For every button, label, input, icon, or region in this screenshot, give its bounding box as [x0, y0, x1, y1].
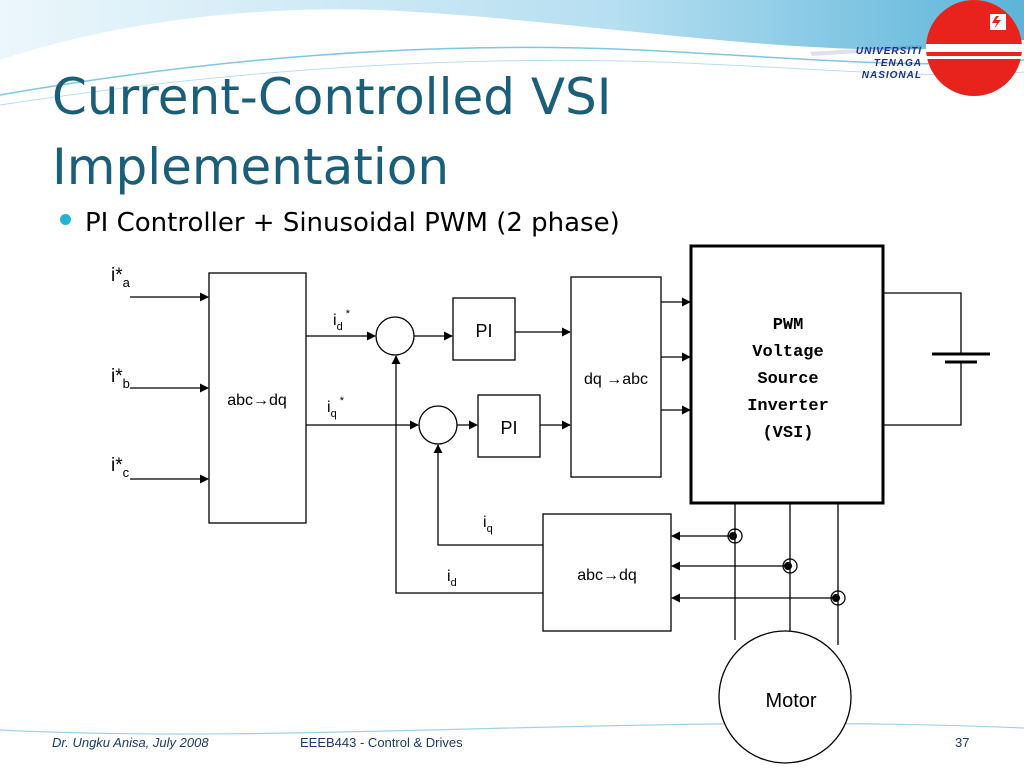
block-abc-dq-top — [208, 272, 307, 524]
logo-wordmark: UNIVERSITI TENAGA NASIONAL — [810, 46, 922, 82]
label-vsi: PWM Voltage Source Inverter (VSI) — [747, 316, 829, 443]
bullet-dot-icon — [60, 214, 71, 225]
label-abc-dq-top: abc→dq — [227, 392, 287, 409]
label-pi-d: PI — [475, 321, 492, 341]
feedback-iq — [433, 444, 543, 546]
label-dq-abc: dq →abc — [584, 371, 648, 388]
university-logo — [810, 0, 1022, 96]
footer-page-number: 37 — [955, 735, 970, 750]
block-dq-abc — [570, 276, 662, 478]
dc-link-wire-bottom — [883, 362, 962, 426]
dc-link-wire-top — [883, 292, 962, 354]
label-abc-dq-bottom: abc→dq — [577, 567, 637, 584]
label-iq-fb: iq — [483, 514, 493, 535]
footer-wave — [0, 722, 1024, 735]
slide-title-line-2: Implementation — [52, 138, 450, 196]
slide-title: Current-Controlled VSI Implementation — [52, 62, 752, 202]
bullet-text: PI Controller + Sinusoidal PWM (2 phase) — [85, 208, 620, 238]
slide-title-line-1: Current-Controlled VSI — [52, 68, 612, 126]
motor — [718, 630, 852, 764]
logo-emblem-icon — [990, 14, 1006, 30]
bullet-point: PI Controller + Sinusoidal PWM (2 phase) — [60, 208, 620, 238]
summing-junction-d — [375, 316, 415, 356]
label-id-fb: id — [447, 568, 457, 589]
vsi-line-4: Inverter — [747, 397, 829, 416]
block-pi-q — [477, 394, 541, 458]
footer-course: EEEB443 - Control & Drives — [300, 735, 463, 750]
block-vsi — [689, 244, 885, 505]
header-wave — [0, 0, 1024, 60]
summing-junction-q — [418, 405, 458, 445]
block-abc-dq-bottom — [542, 513, 672, 632]
footer-author: Dr. Ungku Anisa, July 2008 — [52, 735, 209, 750]
vsi-line-1: PWM — [773, 316, 804, 335]
label-id-ref: id* — [333, 308, 351, 333]
logo-line-3: NASIONAL — [861, 70, 922, 81]
header-wave-line-2 — [0, 59, 1024, 106]
vsi-line-2: Voltage — [752, 343, 823, 362]
vsi-line-3: Source — [757, 370, 818, 389]
label-motor: Motor — [765, 690, 816, 712]
sensor-c — [830, 590, 846, 606]
sensor-a — [727, 528, 743, 544]
sensor-b — [782, 558, 798, 574]
label-pi-q: PI — [500, 418, 517, 438]
label-iq-ref: iq* — [327, 395, 345, 420]
header-wave-line — [0, 46, 1024, 96]
label-ia: i*a — [111, 265, 131, 290]
logo-line-2: TENAGA — [873, 58, 922, 69]
block-pi-d — [452, 297, 516, 361]
vsi-line-5: (VSI) — [762, 424, 813, 443]
feedback-id — [391, 355, 543, 594]
logo-line-1: UNIVERSITI — [855, 46, 922, 57]
label-ib: i*b — [111, 366, 130, 391]
label-ic: i*c — [111, 455, 130, 480]
